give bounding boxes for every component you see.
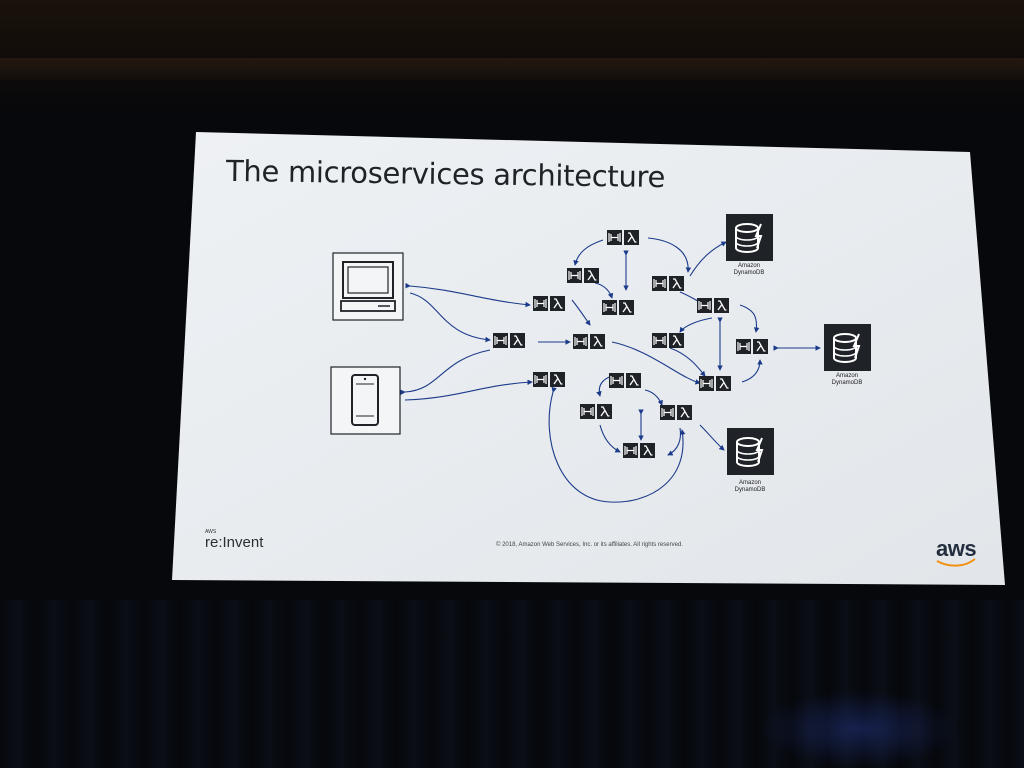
lambda-icon — [597, 404, 612, 419]
desktop-computer-icon — [332, 252, 404, 321]
service-node — [567, 268, 599, 283]
reinvent-logo: AWS re:Invent — [205, 529, 264, 551]
lambda-icon — [669, 276, 684, 291]
dynamodb-label: Amazon DynamoDB — [817, 373, 877, 387]
lambda-icon — [550, 296, 565, 311]
aws-smile-icon — [936, 558, 976, 567]
api-gateway-icon — [623, 443, 638, 458]
api-gateway-icon — [567, 268, 582, 283]
lambda-icon — [640, 443, 655, 458]
dynamodb-label-line1: Amazon — [738, 480, 761, 486]
lambda-icon — [677, 405, 692, 420]
service-node — [602, 300, 634, 315]
service-node — [533, 372, 565, 387]
service-node — [580, 404, 612, 419]
service-node — [609, 373, 641, 388]
service-node — [736, 339, 768, 354]
stage-curtain — [0, 600, 1024, 768]
service-node — [533, 296, 565, 311]
service-node — [699, 376, 731, 391]
service-node — [652, 276, 684, 291]
api-gateway-icon — [609, 373, 624, 388]
api-gateway-icon — [697, 298, 712, 313]
mobile-phone-icon — [330, 366, 401, 435]
lambda-icon — [590, 334, 605, 349]
lambda-icon — [753, 339, 768, 354]
slide-surface — [172, 132, 1005, 585]
service-node — [697, 298, 729, 313]
reinvent-logo-main: re:Invent — [205, 534, 264, 551]
lambda-icon — [669, 333, 684, 348]
copyright-notice: © 2018, Amazon Web Services, Inc. or its… — [496, 542, 683, 548]
api-gateway-icon — [660, 405, 675, 420]
service-nodes — [493, 230, 768, 458]
ceiling-beam — [0, 58, 1024, 80]
service-node — [493, 333, 525, 348]
lambda-icon — [584, 268, 599, 283]
api-gateway-icon — [573, 334, 588, 349]
dynamodb-icon — [824, 324, 871, 371]
slide-title: The microservices architecture — [225, 153, 666, 195]
service-node — [623, 443, 655, 458]
reinvent-logo-small: AWS — [205, 529, 217, 535]
dynamodb-icon — [726, 214, 773, 261]
stage-light-glow — [760, 690, 960, 768]
api-gateway-icon — [699, 376, 714, 391]
lambda-icon — [550, 372, 565, 387]
dynamodb-label-line1: Amazon — [737, 263, 760, 269]
dynamodb-label-line1: Amazon — [835, 373, 858, 379]
service-node — [607, 230, 639, 245]
api-gateway-icon — [607, 230, 622, 245]
dynamodb-label-line2: DynamoDB — [733, 270, 765, 276]
lambda-icon — [510, 333, 525, 348]
api-gateway-icon — [580, 404, 595, 419]
lambda-icon — [714, 298, 729, 313]
lambda-icon — [619, 300, 634, 315]
api-gateway-icon — [533, 372, 548, 387]
lambda-icon — [624, 230, 639, 245]
dynamodb-label-line2: DynamoDB — [734, 487, 766, 493]
service-node — [660, 405, 692, 420]
lambda-icon — [716, 376, 731, 391]
api-gateway-icon — [602, 300, 617, 315]
service-node — [652, 333, 684, 348]
dynamodb-label: Amazon DynamoDB — [719, 263, 779, 277]
ceiling — [0, 0, 1024, 110]
connector-lines — [400, 237, 821, 503]
api-gateway-icon — [493, 333, 508, 348]
api-gateway-icon — [652, 276, 667, 291]
lambda-icon — [626, 373, 641, 388]
api-gateway-icon — [533, 296, 548, 311]
api-gateway-icon — [736, 339, 751, 354]
api-gateway-icon — [652, 333, 667, 348]
aws-logo: aws — [936, 536, 977, 561]
dynamodb-label: Amazon DynamoDB — [720, 480, 780, 494]
service-node — [573, 334, 605, 349]
dynamodb-label-line2: DynamoDB — [831, 380, 863, 386]
dynamodb-icon — [727, 428, 774, 475]
